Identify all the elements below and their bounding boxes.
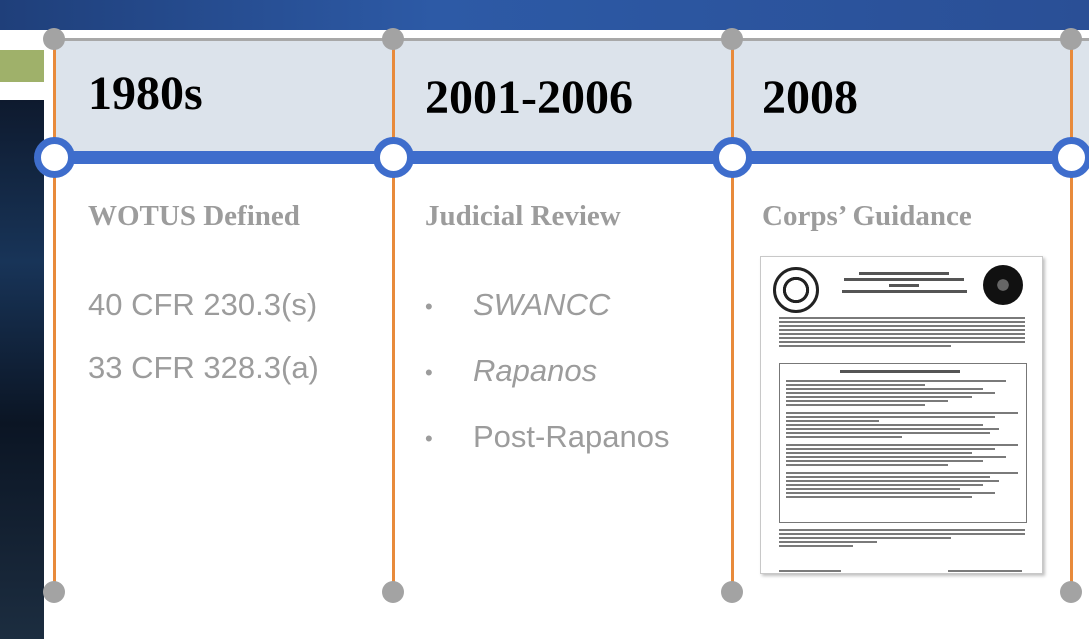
node-top-4 (1060, 28, 1082, 50)
timeline-node-4 (1051, 137, 1089, 178)
connector-line-1 (53, 42, 56, 592)
bullet-text: Post-Rapanos (473, 419, 670, 454)
bullet-marker: • (425, 425, 433, 451)
list-item-swancc: • SWANCC (425, 287, 610, 323)
timeline-node-2 (373, 137, 414, 178)
list-item-post-rapanos: • Post-Rapanos (425, 419, 669, 455)
top-blue-band (0, 0, 1089, 30)
year-label-1980s: 1980s (88, 67, 203, 120)
subtitle-judicial-review: Judicial Review (425, 200, 621, 232)
memo-key-points-box (779, 363, 1027, 523)
node-top-2 (382, 28, 404, 50)
node-top-1 (43, 28, 65, 50)
node-top-3 (721, 28, 743, 50)
guidance-memo-thumbnail (760, 256, 1043, 574)
memo-intro-paragraph (779, 315, 1025, 349)
connector-line-4 (1070, 42, 1073, 592)
list-item-rapanos: • Rapanos (425, 353, 597, 389)
timeline-header-band (55, 40, 1089, 156)
memo-heading (839, 269, 969, 296)
header-top-line (55, 38, 1089, 41)
cfr-reference: 40 CFR 230.3(s) (88, 287, 318, 322)
army-corps-seal-icon (983, 265, 1023, 305)
bullet-marker: • (425, 293, 433, 319)
connector-line-3 (731, 42, 734, 592)
connector-line-2 (392, 42, 395, 592)
node-bottom-1 (43, 581, 65, 603)
year-label-2001-2006: 2001-2006 (425, 71, 633, 124)
epa-seal-icon (773, 267, 819, 313)
cfr-reference: 33 CFR 328.3(a) (88, 350, 319, 385)
timeline-node-1 (34, 137, 75, 178)
subtitle-wotus-defined: WOTUS Defined (88, 200, 300, 232)
node-bottom-4 (1060, 581, 1082, 603)
year-label-2008: 2008 (762, 71, 858, 124)
node-bottom-3 (721, 581, 743, 603)
timeline-node-3 (712, 137, 753, 178)
timeline-line (55, 151, 1089, 164)
bullet-text: SWANCC (473, 287, 611, 322)
node-bottom-2 (382, 581, 404, 603)
bullet-marker: • (425, 359, 433, 385)
memo-footer (779, 561, 1025, 573)
memo-footnotes (779, 527, 1025, 549)
left-dark-image-strip (0, 100, 44, 639)
bullet-text: Rapanos (473, 353, 598, 388)
subtitle-corps-guidance: Corps’ Guidance (762, 200, 972, 232)
